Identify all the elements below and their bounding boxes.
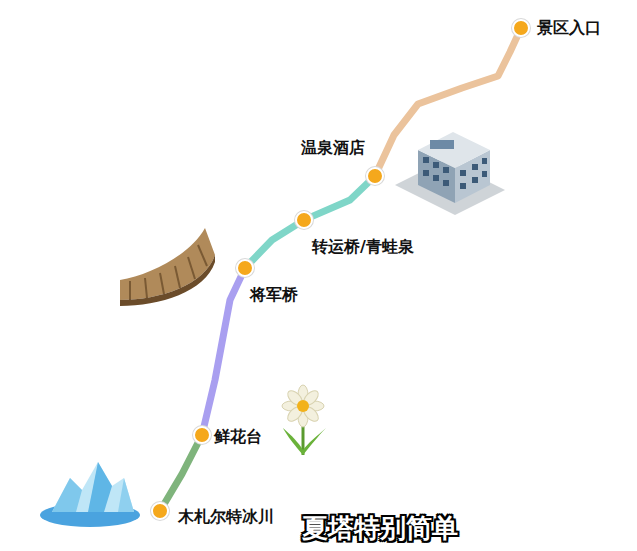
route-segment <box>312 182 368 216</box>
route-stop <box>512 19 530 37</box>
route-stop <box>295 211 313 229</box>
glacier-illustration <box>40 462 140 527</box>
flower-illustration <box>282 385 326 455</box>
stop-name: 鲜花台 <box>214 427 262 447</box>
route-segment <box>204 276 241 426</box>
video-caption: 夏塔特别简单 <box>302 512 458 544</box>
stop-name: 景区入口 <box>537 18 601 38</box>
stop-name: 将军桥 <box>250 285 298 305</box>
route-stop <box>151 502 169 520</box>
route-segment <box>251 225 296 262</box>
route-segment <box>165 443 198 503</box>
hotel-illustration <box>395 132 505 215</box>
route-stop <box>193 426 211 444</box>
route-segment <box>379 36 517 168</box>
stop-name: 木札尔特冰川 <box>178 507 274 527</box>
stop-name: 温泉酒店 <box>301 138 365 158</box>
route-stop <box>366 167 384 185</box>
stop-name: 转运桥/青蛙泉 <box>312 237 414 257</box>
boardwalk-illustration <box>120 228 215 306</box>
route-stop <box>236 259 254 277</box>
